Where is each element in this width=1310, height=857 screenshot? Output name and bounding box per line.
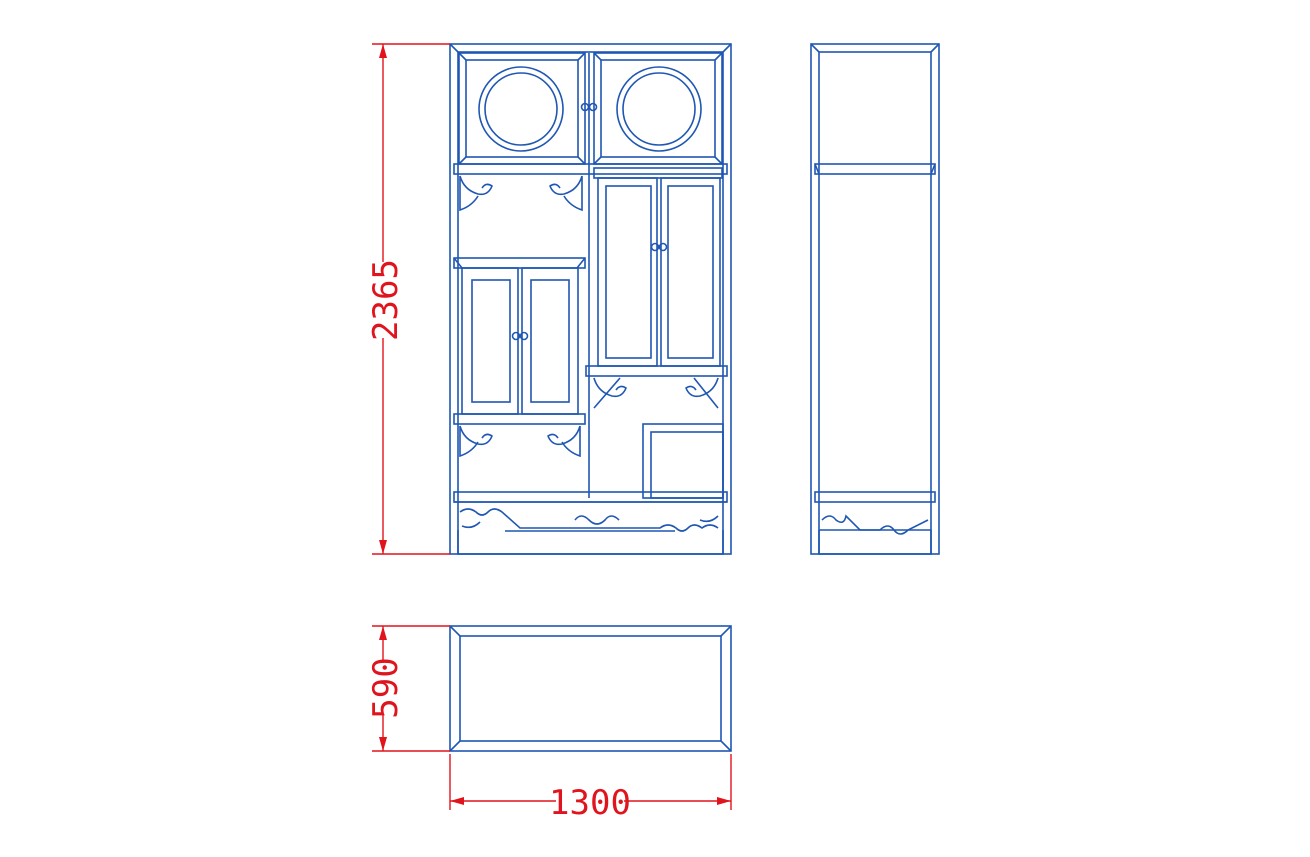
width-label: 1300 [549, 783, 631, 823]
depth-dimension: 590 [366, 625, 450, 752]
height-dimension: 2365 [366, 43, 450, 555]
height-label: 2365 [366, 259, 406, 341]
depth-label: 590 [366, 657, 406, 718]
width-dimension: 1300 [449, 754, 732, 823]
front-view [449, 43, 732, 555]
top-view [449, 625, 732, 752]
side-view [810, 43, 940, 555]
